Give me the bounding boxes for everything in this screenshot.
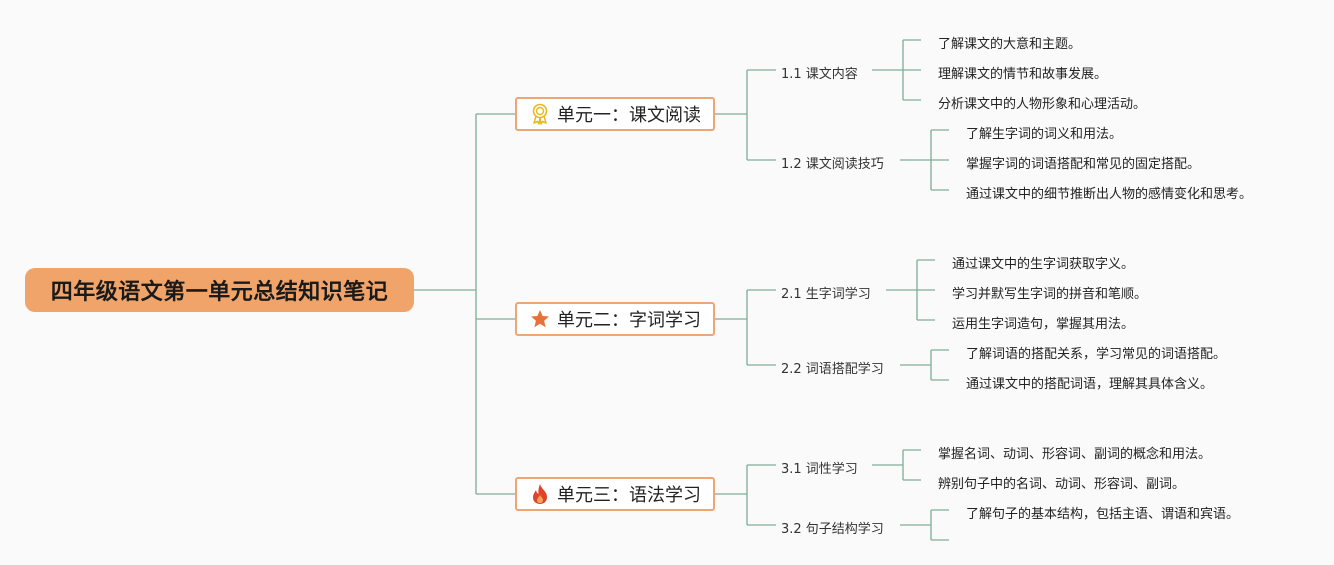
unit-node-grammar: 单元三：语法学习 [515, 477, 715, 511]
leaf-item: 分析课文中的人物形象和心理活动。 [938, 97, 1147, 112]
section-label: 3.1 词性学习 [781, 462, 858, 477]
leaf-item: 了解生字词的词义和用法。 [966, 127, 1123, 142]
leaf-item: 通过课文中的生字词获取字义。 [952, 257, 1135, 272]
leaf-item: 了解句子的基本结构，包括主语、谓语和宾语。 [966, 507, 1240, 522]
section-label: 1.2 课文阅读技巧 [781, 157, 884, 172]
leaf-item: 掌握名词、动词、形容词、副词的概念和用法。 [938, 447, 1212, 462]
unit-label: 单元一：课文阅读 [557, 105, 701, 126]
leaf-item: 掌握字词的词语搭配和常见的固定搭配。 [966, 157, 1201, 172]
leaf-item: 学习并默写生字词的拼音和笔顺。 [952, 287, 1148, 302]
unit-label: 单元三：语法学习 [557, 485, 701, 506]
leaf-item: 辨别句子中的名词、动词、形容词、副词。 [938, 477, 1186, 492]
leaf-item: 了解词语的搭配关系，学习常见的词语搭配。 [966, 347, 1227, 362]
section-label: 3.2 句子结构学习 [781, 522, 884, 537]
leaf-item: 通过课文中的细节推断出人物的感情变化和思考。 [966, 187, 1253, 202]
award-ribbon-icon [529, 103, 551, 125]
unit-node-reading: 单元一：课文阅读 [515, 97, 715, 131]
leaf-item: 理解课文的情节和故事发展。 [938, 67, 1108, 82]
section-label: 2.1 生字词学习 [781, 287, 871, 302]
leaf-item: 通过课文中的搭配词语，理解其具体含义。 [966, 377, 1214, 392]
fire-icon [529, 483, 551, 505]
root-title: 四年级语文第一单元总结知识笔记 [25, 268, 414, 312]
unit-label: 单元二：字词学习 [557, 310, 701, 331]
section-label: 1.1 课文内容 [781, 67, 858, 82]
section-label: 2.2 词语搭配学习 [781, 362, 884, 377]
leaf-item: 了解课文的大意和主题。 [938, 37, 1082, 52]
unit-node-vocabulary: 单元二：字词学习 [515, 302, 715, 336]
star-icon [529, 308, 551, 330]
leaf-item: 运用生字词造句，掌握其用法。 [952, 317, 1135, 332]
